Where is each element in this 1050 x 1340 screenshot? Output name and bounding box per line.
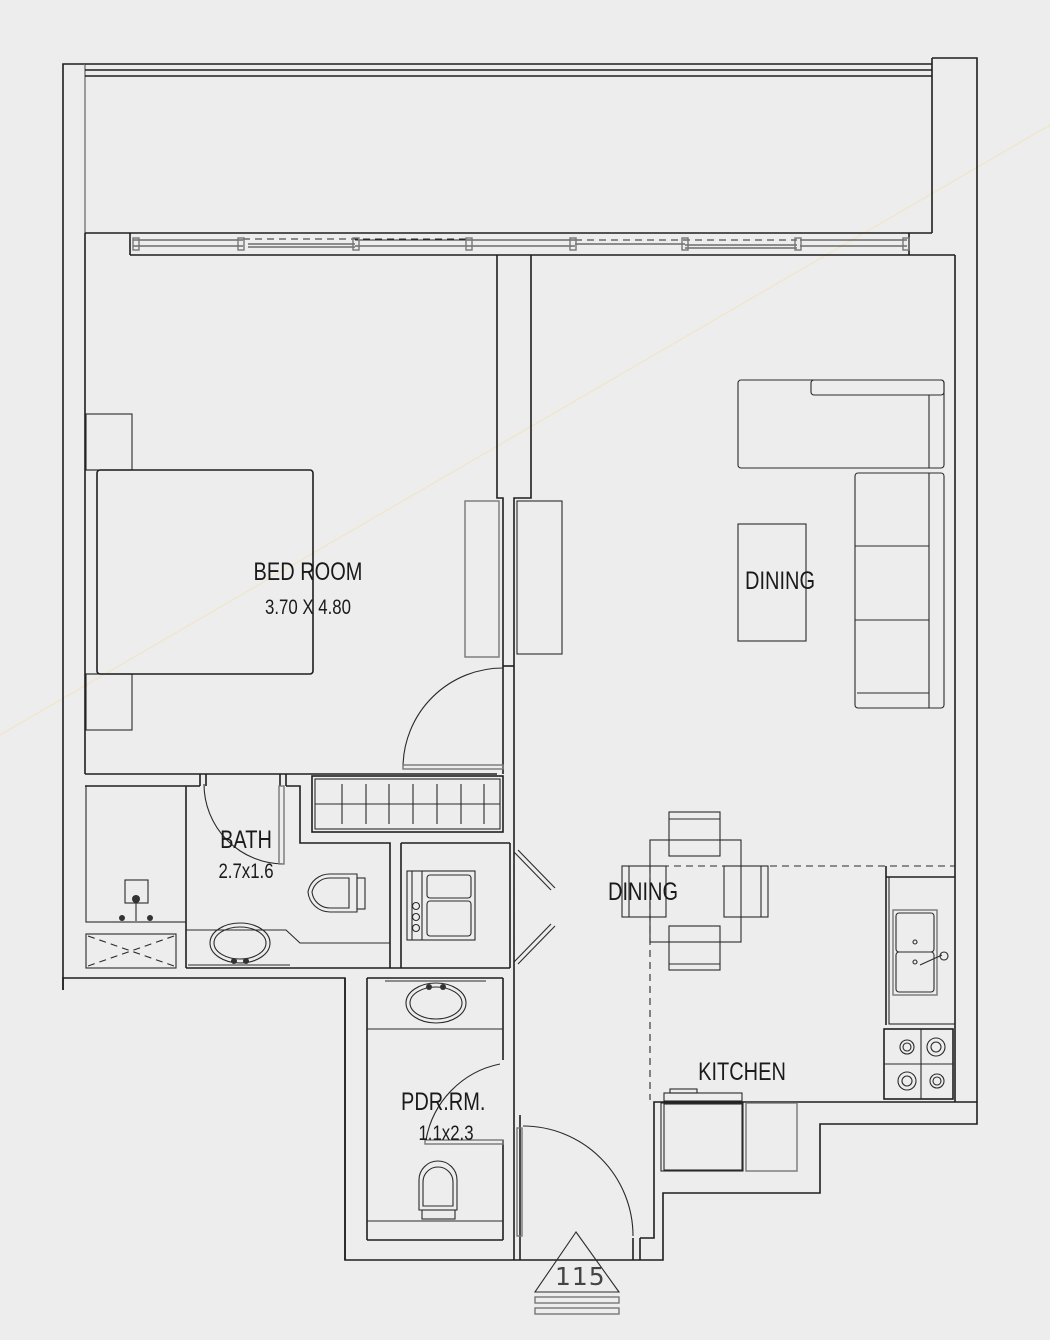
kitchen-label: KITCHEN xyxy=(698,1058,786,1086)
coffee-table xyxy=(737,523,807,642)
bath-size: 2.7x1.6 xyxy=(218,860,274,883)
living-dining-label: DINING xyxy=(745,567,815,595)
bedroom-size: 3.70 X 4.80 xyxy=(265,596,351,619)
powder-room-label: PDR.RM. xyxy=(401,1088,486,1116)
unit-marker xyxy=(533,1231,621,1315)
guide-line xyxy=(0,124,1050,736)
dining-table-set xyxy=(621,811,769,971)
window-strip xyxy=(129,233,955,256)
wardrobes xyxy=(464,500,563,658)
storage-cabinet xyxy=(311,775,504,833)
refrigerator xyxy=(660,1088,798,1172)
cooktop xyxy=(883,1028,954,1100)
bedroom-label: BED ROOM xyxy=(253,558,363,586)
washer-dryer xyxy=(406,870,476,941)
bed xyxy=(85,413,314,731)
outer-walls xyxy=(62,57,978,1261)
bedroom-door xyxy=(402,667,504,770)
entry-door xyxy=(516,1125,634,1237)
kitchen-sink xyxy=(888,876,956,1025)
powder-room-fixtures xyxy=(367,980,504,1222)
powder-room-size: 1.1x2.3 xyxy=(418,1122,474,1145)
interior-walls xyxy=(85,255,977,1260)
bifold-door xyxy=(513,846,556,966)
bath-fixtures xyxy=(85,783,390,969)
dining-label: DINING xyxy=(608,878,678,906)
unit-number: 115 xyxy=(555,1262,606,1291)
bath-label: BATH xyxy=(220,826,272,854)
l-shaped-sofa xyxy=(737,379,945,709)
